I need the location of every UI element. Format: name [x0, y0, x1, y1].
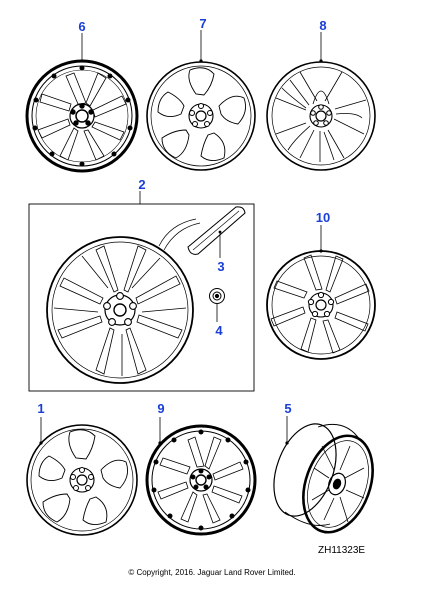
wheel-kit-box — [28, 203, 255, 392]
wheel-10[interactable] — [266, 250, 376, 360]
wheel-7[interactable] — [146, 61, 256, 171]
callout-6: 6 — [78, 19, 85, 34]
callout-8: 8 — [319, 18, 326, 33]
callout-7: 7 — [199, 16, 206, 31]
reference-code: ZH11323E — [318, 545, 366, 556]
copyright-notice: © Copyright, 2016. Jaguar Land Rover Lim… — [128, 568, 296, 577]
callout-1: 1 — [37, 401, 44, 416]
part-3-valve[interactable] — [158, 206, 246, 255]
callout-5: 5 — [284, 401, 291, 416]
callout-3: 3 — [217, 259, 224, 274]
wheel-6[interactable] — [25, 59, 139, 173]
wheel-8[interactable] — [266, 61, 376, 171]
callout-4: 4 — [215, 323, 223, 338]
wheel-5[interactable] — [262, 415, 385, 542]
callout-9: 9 — [157, 401, 164, 416]
callout-2: 2 — [138, 177, 145, 192]
wheel-2[interactable] — [46, 236, 194, 384]
callout-10: 10 — [316, 210, 330, 225]
wheel-1[interactable] — [26, 424, 138, 536]
wheel-9[interactable] — [145, 424, 257, 536]
part-4-nut[interactable] — [209, 288, 225, 304]
